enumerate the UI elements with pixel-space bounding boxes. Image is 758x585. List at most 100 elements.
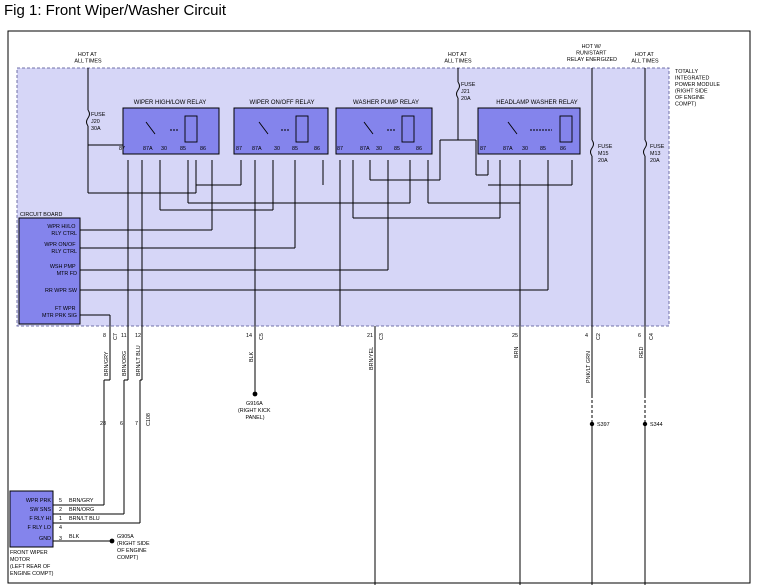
svg-text:BRN/ORG: BRN/ORG [69, 507, 94, 513]
svg-text:85: 85 [394, 146, 400, 152]
svg-text:87A: 87A [143, 146, 153, 152]
power-module-box [16, 67, 670, 327]
ground-g916a: G916A (RIGHT KICK PANEL) [238, 391, 272, 421]
svg-text:C108: C108 [146, 413, 152, 426]
svg-text:C7: C7 [113, 333, 119, 340]
figure-title: Fig 1: Front Wiper/Washer Circuit [4, 2, 226, 19]
svg-text:87: 87 [119, 146, 125, 152]
svg-text:85: 85 [180, 146, 186, 152]
svg-text:S344: S344 [650, 422, 663, 428]
svg-text:86: 86 [200, 146, 206, 152]
svg-text:SW SNS: SW SNS [30, 507, 52, 513]
relay-washer-pump: WASHER PUMP RELAY 87 87A 30 85 86 [335, 100, 433, 155]
svg-text:5: 5 [59, 498, 62, 504]
module-connector-pins: 8 11 12 14 21 25 4 6 C7 C5 C3 C2 C4 [103, 333, 655, 340]
svg-text:87A: 87A [252, 146, 262, 152]
svg-text:BRN/ORG: BRN/ORG [122, 351, 128, 376]
svg-text:12: 12 [135, 333, 141, 339]
wire-color-labels: BRN/GRY BRN/ORG BRN/LT BLU BLK BRN/YEL B… [104, 345, 645, 383]
svg-text:WSH PMP MTR FD: WSH PMP MTR FD [50, 264, 77, 277]
svg-text:87: 87 [236, 146, 242, 152]
svg-text:30: 30 [161, 146, 167, 152]
splice-s344: S344 [642, 421, 663, 428]
svg-text:S397: S397 [597, 422, 610, 428]
relay-wiper-on-off: WIPER ON/OFF RELAY 87 87A 30 85 86 [233, 100, 329, 155]
svg-text:85: 85 [292, 146, 298, 152]
svg-text:G905A (RIGHT SIDE: G905A (RIGHT SIDE OF ENGINE COMPT) [117, 534, 151, 561]
hot-at-all-times-label-3: HOT AT ALL TIMES [631, 52, 659, 65]
hot-run-start-label: HOT W/ RUN/START RELAY ENERGIZED [567, 44, 617, 63]
svg-text:G916A (RIGHT KICK: G916A (RIGHT KICK PANEL) [238, 401, 272, 421]
svg-text:FRONT WIPER MOTOR: FRONT WIPER MOTOR (LEFT REAR OF ENGINE C… [10, 550, 54, 577]
ground-g905a: G905A (RIGHT SIDE OF ENGINE COMPT) [109, 534, 151, 561]
svg-text:WPR ON/OF RLY CTRL: WPR ON/OF RLY CTRL [44, 242, 77, 255]
svg-text:6: 6 [120, 421, 123, 427]
svg-text:87A: 87A [503, 146, 513, 152]
diagram-frame [7, 30, 751, 584]
svg-text:87: 87 [337, 146, 343, 152]
svg-text:2: 2 [59, 507, 62, 513]
relay-wiper-high-low: WIPER HIGH/LOW RELAY 87 87A 30 85 86 [119, 100, 220, 155]
front-wiper-motor: WPR PRK SW SNS F RLY HI F RLY LO GND 5 2… [9, 490, 100, 577]
fuse-m13-label: FUSE M13 20A [650, 144, 666, 164]
svg-text:86: 86 [560, 146, 566, 152]
svg-text:14: 14 [246, 333, 252, 339]
svg-text:C2: C2 [596, 333, 602, 340]
svg-text:30: 30 [522, 146, 528, 152]
svg-text:PNK/LT GRN: PNK/LT GRN [586, 351, 592, 383]
svg-text:4: 4 [585, 333, 588, 339]
svg-text:C4: C4 [649, 333, 655, 340]
svg-text:F RLY HI: F RLY HI [29, 516, 51, 522]
fuse-j21-label: FUSE J21 20A [461, 82, 477, 102]
svg-text:WPR HI/LO RLY CTRL: WPR HI/LO RLY CTRL [47, 224, 77, 237]
module-label: TOTALLY INTEGRATED POWER MODULE (RIGHT S… [675, 69, 721, 108]
svg-text:25: 25 [512, 333, 518, 339]
svg-text:BRN/LT BLU: BRN/LT BLU [136, 345, 142, 376]
dashed-segments [591, 398, 646, 420]
svg-text:GND: GND [39, 536, 51, 542]
svg-text:4: 4 [59, 525, 62, 531]
svg-text:C3: C3 [379, 333, 385, 340]
svg-text:CIRCUIT BOARD: CIRCUIT BOARD [20, 212, 63, 218]
svg-text:87: 87 [480, 146, 486, 152]
motor-pin-lines [53, 504, 68, 542]
svg-text:87A: 87A [360, 146, 370, 152]
hot-at-all-times-label-2: HOT AT ALL TIMES [444, 52, 472, 65]
svg-text:WASHER PUMP RELAY: WASHER PUMP RELAY [353, 100, 419, 106]
svg-text:RR WPR SW: RR WPR SW [45, 288, 78, 294]
svg-text:HEADLAMP WASHER RELAY: HEADLAMP WASHER RELAY [496, 100, 578, 106]
svg-text:BRN/LT BLU: BRN/LT BLU [69, 516, 100, 522]
svg-text:11: 11 [121, 333, 127, 339]
svg-text:FT WPR MTR PRK SIG: FT WPR MTR PRK SIG [42, 306, 77, 319]
wiring [68, 68, 647, 585]
hot-at-all-times-label-1: HOT AT ALL TIMES [74, 52, 102, 65]
svg-text:WIPER HIGH/LOW RELAY: WIPER HIGH/LOW RELAY [134, 100, 207, 106]
svg-text:21: 21 [367, 333, 373, 339]
fuse-j20-label: FUSE J20 30A [91, 112, 107, 132]
circuit-board: CIRCUIT BOARD WPR HI/LO RLY CTRL WPR ON/… [18, 212, 81, 325]
svg-text:F RLY LO: F RLY LO [28, 525, 51, 531]
svg-text:86: 86 [416, 146, 422, 152]
svg-text:BRN: BRN [514, 347, 520, 358]
svg-text:BLK: BLK [69, 534, 80, 540]
svg-text:86: 86 [314, 146, 320, 152]
svg-text:30: 30 [376, 146, 382, 152]
svg-text:6: 6 [638, 333, 641, 339]
svg-text:WIPER ON/OFF RELAY: WIPER ON/OFF RELAY [250, 100, 315, 106]
relay-headlamp-washer: HEADLAMP WASHER RELAY 87 87A 30 85 86 [477, 100, 581, 155]
svg-text:1: 1 [59, 516, 62, 522]
svg-text:3: 3 [59, 536, 62, 542]
svg-text:8: 8 [103, 333, 106, 339]
svg-text:BRN/YEL: BRN/YEL [369, 347, 375, 370]
svg-text:7: 7 [135, 421, 138, 427]
fuse-m15-label: FUSE M15 20A [598, 144, 614, 164]
svg-text:BRN/GRY: BRN/GRY [104, 351, 110, 376]
svg-text:30: 30 [274, 146, 280, 152]
connector-c108: 28 6 7 C108 [100, 413, 152, 427]
svg-text:BLK: BLK [249, 351, 255, 362]
svg-text:C5: C5 [259, 333, 265, 340]
svg-text:85: 85 [540, 146, 546, 152]
svg-text:28: 28 [100, 421, 106, 427]
svg-text:RED: RED [639, 347, 645, 358]
